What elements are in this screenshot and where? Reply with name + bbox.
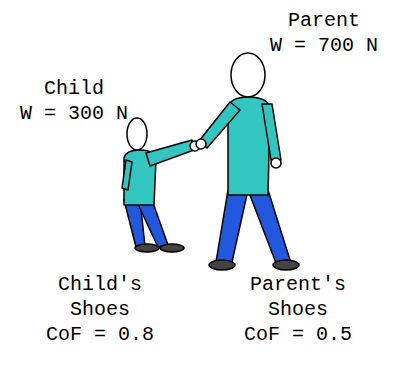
- text-line: W = 700 N: [270, 33, 378, 58]
- text-line: Parent: [270, 8, 378, 33]
- parent-shoe: [209, 260, 235, 270]
- child-leg: [136, 200, 168, 247]
- parent-arm: [262, 104, 281, 160]
- child-arm: [122, 160, 132, 190]
- parent-leg: [216, 190, 248, 262]
- parent-shoe: [273, 260, 299, 270]
- child-shoe: [160, 244, 184, 252]
- text-line: CoF = 0.5: [244, 322, 352, 347]
- text-line: Shoes: [46, 297, 154, 322]
- weight-label: Parent W = 700 N: [270, 8, 378, 58]
- text-line: CoF = 0.8: [46, 322, 154, 347]
- child-shoe: [135, 244, 159, 252]
- parent-hand: [271, 158, 281, 168]
- parent-head: [231, 53, 265, 97]
- parent-leg: [248, 190, 290, 263]
- weight-label: Child W = 300 N: [20, 76, 128, 126]
- text-line: Child: [20, 76, 128, 101]
- text-line: Shoes: [244, 297, 352, 322]
- text-line: Child's: [46, 272, 154, 297]
- shoe-friction-label: Child's Shoes CoF = 0.8: [46, 272, 154, 347]
- text-line: W = 300 N: [20, 101, 128, 126]
- parent-hand: [196, 139, 206, 149]
- text-line: Parent's: [244, 272, 352, 297]
- shoe-friction-label: Parent's Shoes CoF = 0.5: [244, 272, 352, 347]
- child-head: [127, 118, 147, 150]
- child-arm: [146, 140, 194, 166]
